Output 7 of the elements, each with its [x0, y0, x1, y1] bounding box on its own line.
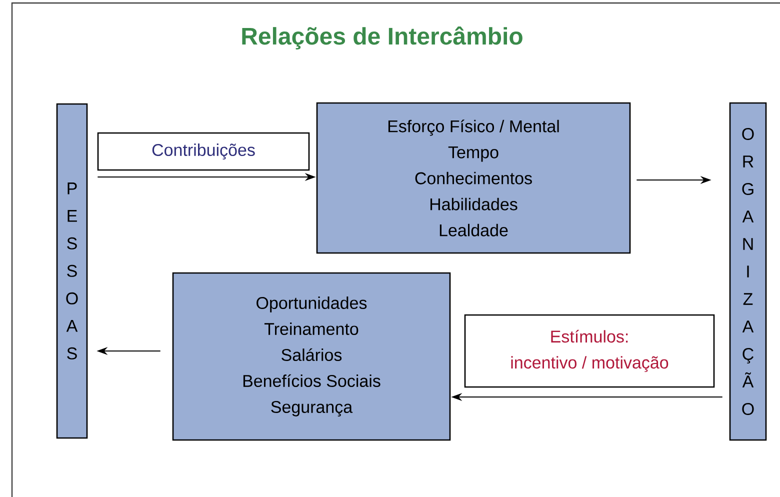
- label-box: Contribuições: [97, 132, 310, 171]
- content-box: Oportunidades Treinamento Salários Benefícios Sociais Segurança: [172, 272, 451, 441]
- vertical-label-bar: ORGANIZAÇÃO: [729, 102, 767, 441]
- title: Relações de Intercâmbio: [242, 26, 522, 50]
- vertical-label-bar: PESSOAS: [56, 103, 88, 439]
- label-box: Estímulos: incentivo / motivação: [464, 314, 715, 388]
- content-box: Esforço Físico / Mental Tempo Conhecimentos Habilidades Lealdade: [316, 102, 631, 254]
